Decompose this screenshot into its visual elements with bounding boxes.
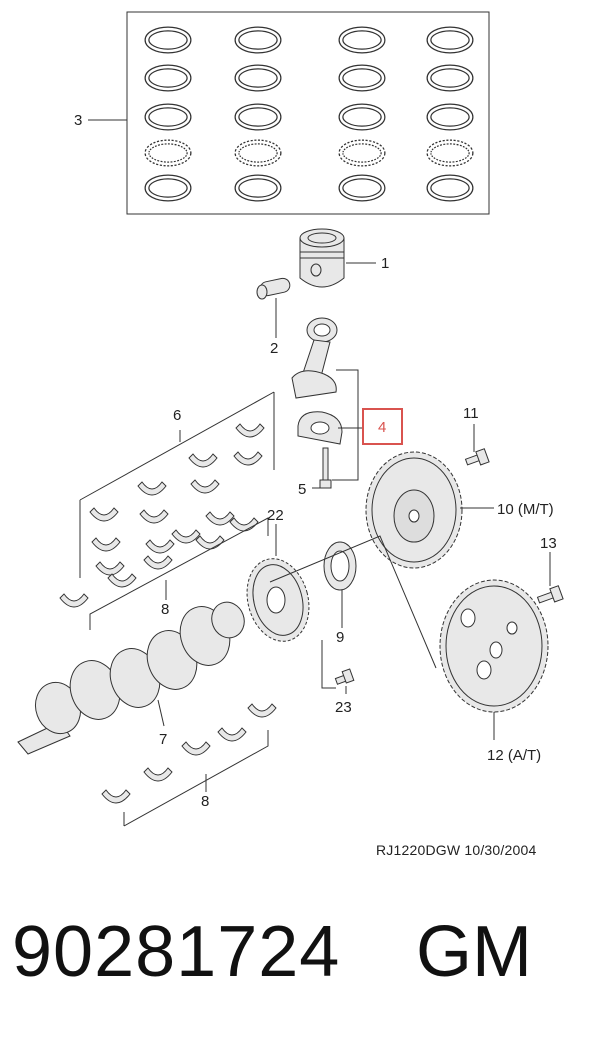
rod-bearing-shell	[91, 537, 121, 552]
callout-1: 1	[381, 255, 389, 272]
main-bearing-shell	[145, 539, 175, 554]
crank-gear	[246, 558, 310, 642]
gear-bolt	[334, 668, 355, 685]
piston-ring	[144, 103, 192, 131]
main-bearing-shell	[205, 511, 235, 526]
part-number: 90281724	[12, 912, 341, 992]
callout-7: 7	[159, 731, 167, 748]
callout-10: 10 (M/T)	[497, 501, 554, 518]
piston-ring-set	[126, 11, 490, 215]
main-bearing-shell	[95, 561, 125, 576]
rod-bearing-shell	[89, 507, 119, 522]
piston-ring	[234, 139, 282, 167]
callout-11: 11	[463, 405, 479, 422]
exploded-parts-diagram: 3 1 2 6 11 4 5 10 (M/T) 22 13 8 9 23 7 1…	[17, 11, 564, 827]
flywheel-mt	[365, 451, 463, 569]
crankshaft	[17, 601, 245, 755]
rod-bearing-shell	[137, 481, 167, 496]
rod-bearing-shell	[139, 509, 169, 524]
callout-13: 13	[540, 535, 557, 552]
piston-ring	[234, 26, 282, 54]
piston-ring	[234, 174, 282, 202]
main-bearing-shell	[217, 727, 247, 742]
callout-12: 12 (A/T)	[487, 747, 541, 764]
oil-seal	[323, 541, 357, 591]
piston-ring	[338, 64, 386, 92]
rod-bearing-shell	[235, 423, 265, 438]
piston-ring	[426, 26, 474, 54]
rod-cap	[297, 411, 343, 445]
piston-ring	[144, 174, 192, 202]
piston-ring	[426, 174, 474, 202]
main-bearing-set	[59, 511, 277, 804]
piston-ring	[234, 103, 282, 131]
rod-bearing-shell	[190, 479, 220, 494]
main-bearing-shell	[181, 741, 211, 756]
main-bearing-shell	[107, 573, 137, 588]
main-bearing-shell	[229, 517, 259, 532]
main-bearing-shell	[171, 529, 201, 544]
rod-bearing-shell	[233, 451, 263, 466]
callout-2: 2	[270, 340, 278, 357]
piston-ring	[144, 139, 192, 167]
piston-ring	[144, 64, 192, 92]
callout-8-lower: 8	[201, 793, 209, 810]
callout-22: 22	[267, 507, 284, 524]
callout-4: 4	[378, 419, 386, 436]
piston	[299, 228, 345, 288]
callout-labels: 3 1 2 6 11 4 5 10 (M/T) 22 13 8 9 23 7 1…	[74, 112, 557, 810]
piston-ring	[426, 103, 474, 131]
piston-ring	[338, 103, 386, 131]
callout-6: 6	[173, 407, 181, 424]
piston-ring	[338, 174, 386, 202]
rod-bearing-set	[89, 423, 265, 552]
main-bearing-shell	[101, 789, 131, 804]
piston-ring	[234, 64, 282, 92]
connecting-rod	[291, 317, 338, 399]
flexplate-at	[439, 579, 549, 713]
piston-ring	[338, 139, 386, 167]
drawing-reference-code: RJ1220DGW 10/30/2004	[376, 842, 537, 858]
piston-ring	[426, 139, 474, 167]
piston-pin	[256, 277, 291, 300]
rod-bearing-shell	[188, 453, 218, 468]
leader-lines	[79, 119, 551, 827]
main-bearing-shell	[59, 593, 89, 608]
piston-ring	[144, 26, 192, 54]
main-bearing-shell	[143, 767, 173, 782]
rod-bolt	[319, 447, 332, 489]
piston-ring	[338, 26, 386, 54]
flexplate-bolt	[536, 585, 564, 604]
brand-name: GM	[416, 912, 532, 992]
main-bearing-shell	[143, 555, 173, 570]
callout-5: 5	[298, 481, 306, 498]
piston-ring	[426, 64, 474, 92]
main-bearing-shell	[247, 703, 277, 718]
callout-highlight-box	[362, 408, 403, 445]
main-bearing-shell	[195, 535, 225, 550]
callout-3: 3	[74, 112, 82, 129]
callout-9: 9	[336, 629, 344, 646]
callout-8-upper: 8	[161, 601, 169, 618]
callout-23: 23	[335, 699, 352, 716]
flywheel-bolt	[464, 448, 490, 466]
